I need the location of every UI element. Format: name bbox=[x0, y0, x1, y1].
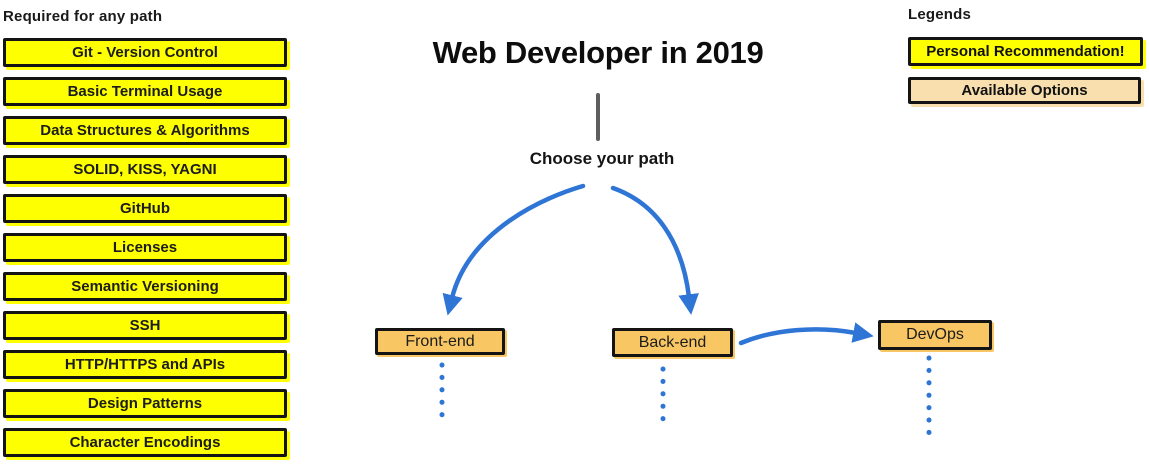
arrow-choose-to-frontend bbox=[442, 183, 586, 316]
required-item-semver: Semantic Versioning bbox=[3, 272, 287, 301]
required-item-design-patterns: Design Patterns bbox=[3, 389, 287, 418]
node-frontend: Front-end bbox=[375, 328, 505, 355]
required-list: Git - Version Control Basic Terminal Usa… bbox=[3, 38, 287, 457]
arrow-backend-to-devops bbox=[738, 322, 874, 346]
required-item-ssh: SSH bbox=[3, 311, 287, 340]
arrow-choose-to-backend bbox=[610, 185, 699, 315]
legend-personal-recommendation: Personal Recommendation! bbox=[908, 37, 1143, 66]
legend-header: Legends bbox=[908, 6, 972, 23]
node-backend: Back-end bbox=[612, 328, 733, 357]
required-item-http: HTTP/HTTPS and APIs bbox=[3, 350, 287, 379]
legend-section: Legends Personal Recommendation! Availab… bbox=[908, 6, 1148, 104]
stem-line bbox=[596, 93, 600, 141]
node-devops: DevOps bbox=[878, 320, 992, 350]
choose-path-label: Choose your path bbox=[529, 149, 675, 168]
page-title: Web Developer in 2019 bbox=[432, 35, 764, 70]
legend-available-options: Available Options bbox=[908, 77, 1141, 104]
required-header: Required for any path bbox=[3, 8, 163, 25]
legend-list: Personal Recommendation! Available Optio… bbox=[908, 37, 1148, 104]
required-item-github: GitHub bbox=[3, 194, 287, 223]
required-section: Required for any path Git - Version Cont… bbox=[3, 8, 287, 467]
required-item-encodings: Character Encodings bbox=[3, 428, 287, 457]
required-item-git: Git - Version Control bbox=[3, 38, 287, 67]
required-item-terminal: Basic Terminal Usage bbox=[3, 77, 287, 106]
required-item-licenses: Licenses bbox=[3, 233, 287, 262]
required-item-solid: SOLID, KISS, YAGNI bbox=[3, 155, 287, 184]
required-item-data-structures: Data Structures & Algorithms bbox=[3, 116, 287, 145]
